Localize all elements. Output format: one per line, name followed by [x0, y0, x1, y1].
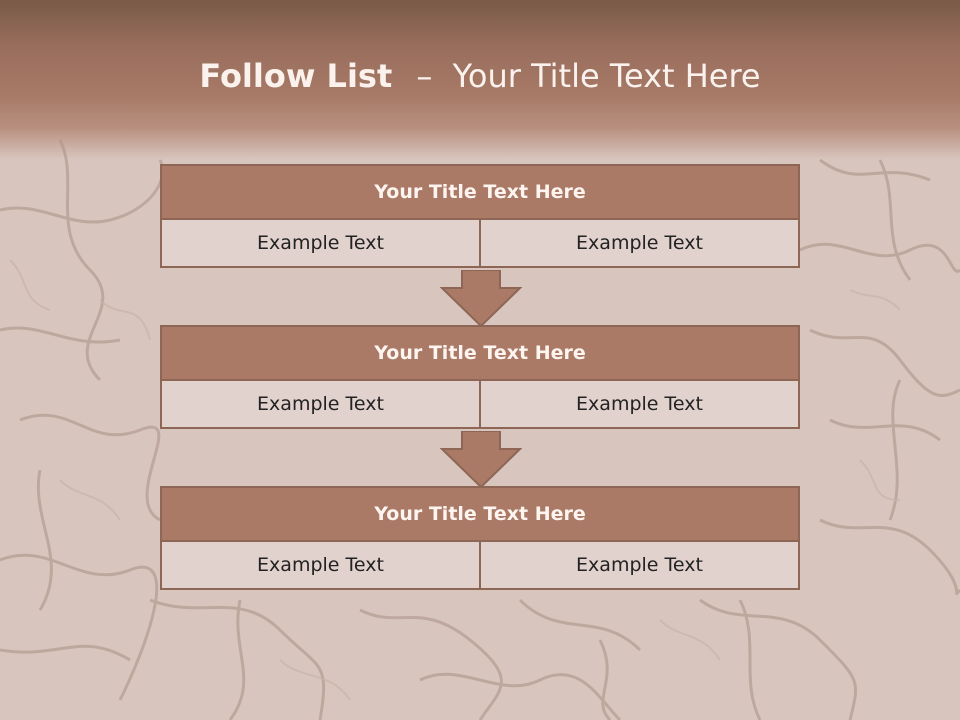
- block-cell-right: Example Text: [481, 542, 800, 590]
- slide-title: Follow List – Your Title Text Here: [0, 52, 960, 100]
- block-cell-right: Example Text: [481, 220, 800, 268]
- list-block-1: Your Title Text Here Example Text Exampl…: [160, 164, 800, 268]
- header-band: [0, 0, 960, 160]
- block-title: Your Title Text Here: [160, 486, 800, 542]
- block-cell-left: Example Text: [160, 381, 481, 429]
- block-row: Example Text Example Text: [160, 542, 800, 590]
- block-cell-right: Example Text: [481, 381, 800, 429]
- block-title: Your Title Text Here: [160, 325, 800, 381]
- block-cell-left: Example Text: [160, 220, 481, 268]
- slide-title-dash: –: [416, 57, 433, 95]
- block-title: Your Title Text Here: [160, 164, 800, 220]
- block-cell-left: Example Text: [160, 542, 481, 590]
- down-arrow-icon: [440, 431, 522, 489]
- down-arrow-icon: [440, 270, 522, 328]
- block-row: Example Text Example Text: [160, 220, 800, 268]
- block-row: Example Text Example Text: [160, 381, 800, 429]
- slide-title-bold: Follow List: [199, 57, 393, 95]
- list-block-2: Your Title Text Here Example Text Exampl…: [160, 325, 800, 429]
- slide-title-rest: Your Title Text Here: [452, 57, 761, 95]
- list-block-3: Your Title Text Here Example Text Exampl…: [160, 486, 800, 590]
